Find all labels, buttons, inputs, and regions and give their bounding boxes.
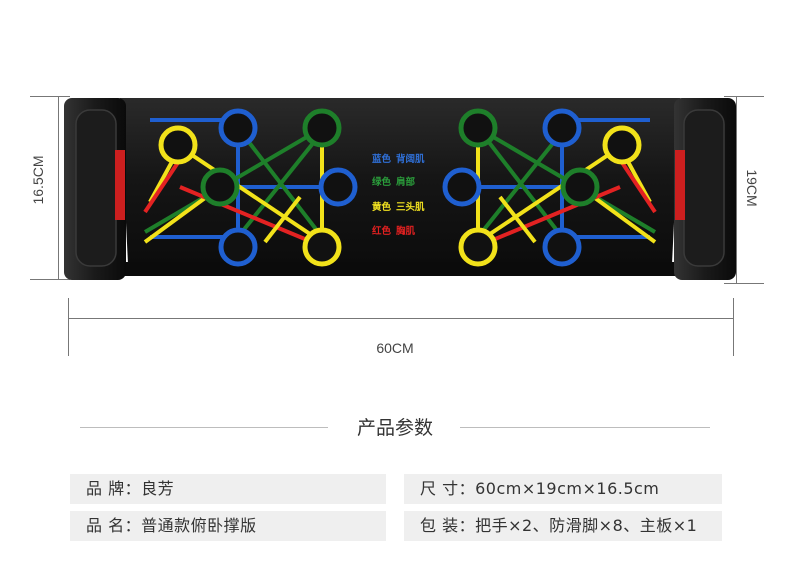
ring-yellow	[458, 227, 498, 267]
spec-name: 品 名：普通款俯卧撑版	[70, 511, 386, 541]
ring-blue	[542, 108, 582, 148]
right-height-label: 19CM	[744, 169, 760, 207]
right-dimension-line	[736, 96, 737, 283]
section-title: 产品参数	[356, 417, 433, 439]
left-handle	[64, 98, 126, 280]
title-rule-right	[460, 427, 710, 428]
bottom-dimension-tick-left	[68, 298, 69, 356]
title-rule-left	[80, 427, 328, 428]
right-dimension-tick-bottom	[724, 283, 764, 284]
width-label: 60CM	[376, 340, 414, 356]
bottom-dimension-tick-right	[733, 298, 734, 356]
legend-red: 红色胸肌	[372, 225, 416, 237]
ring-yellow	[602, 125, 642, 165]
ring-blue	[218, 227, 258, 267]
spec-package: 包 装：把手×2、防滑脚×8、主板×1	[404, 511, 722, 541]
left-dimension-tick-top	[30, 96, 70, 97]
left-dimension-line	[58, 96, 59, 279]
ring-blue	[218, 108, 258, 148]
ring-green	[302, 108, 342, 148]
left-height-label: 16.5CM	[30, 155, 46, 205]
legend-green: 绿色肩部	[372, 176, 416, 188]
right-rings	[442, 108, 642, 267]
left-rings	[158, 108, 358, 267]
spec-size: 尺 寸：60cm×19cm×16.5cm	[404, 474, 722, 504]
spec-brand: 品 牌：良芳	[70, 474, 386, 504]
ring-blue	[318, 167, 358, 207]
pushup-board-illustration: 蓝色背阔肌 绿色肩部 黄色三头肌 红色胸肌	[64, 98, 736, 280]
ring-blue	[542, 227, 582, 267]
bottom-dimension-line	[68, 318, 733, 319]
ring-yellow	[302, 227, 342, 267]
left-dimension-tick-bottom	[30, 279, 70, 280]
ring-blue	[442, 167, 482, 207]
legend-yellow: 黄色三头肌	[372, 201, 425, 213]
color-legend: 蓝色背阔肌 绿色肩部 黄色三头肌 红色胸肌	[372, 153, 425, 237]
ring-green	[200, 167, 240, 207]
ring-green	[560, 167, 600, 207]
ring-green	[458, 108, 498, 148]
right-handle	[674, 98, 736, 280]
right-dimension-tick-top	[724, 96, 764, 97]
ring-yellow	[158, 125, 198, 165]
legend-blue: 蓝色背阔肌	[372, 153, 425, 165]
